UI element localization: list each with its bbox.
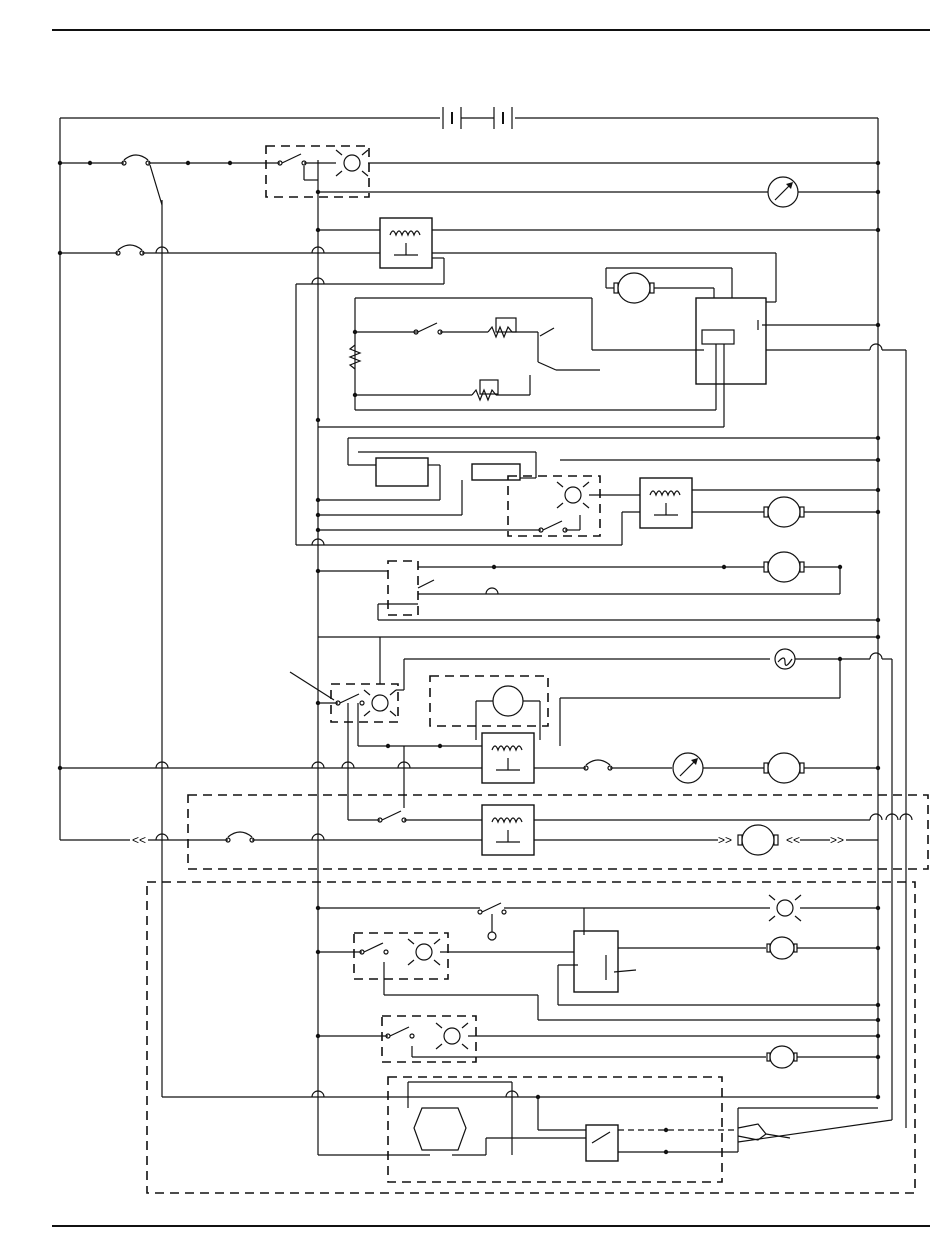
option-box-1 xyxy=(188,795,928,869)
motor-icon xyxy=(764,552,804,582)
switch-icon xyxy=(478,903,506,914)
svg-text:>>: >> xyxy=(718,833,732,847)
switch-icon xyxy=(584,760,612,770)
wire-crossovers xyxy=(156,247,912,1097)
lamp-icon xyxy=(436,1023,468,1049)
lamp-icon xyxy=(336,150,368,176)
switch-icon xyxy=(539,521,567,532)
connector-block-icon xyxy=(472,464,520,480)
lamp-icon xyxy=(364,690,396,716)
ignition-circuit xyxy=(58,146,880,205)
lamp-icon xyxy=(557,482,589,508)
battery-icon xyxy=(443,107,512,129)
relay-coil-icon xyxy=(482,733,534,783)
motor-icon xyxy=(738,825,778,855)
switch-icon xyxy=(586,1125,618,1161)
control-module xyxy=(574,931,618,992)
flasher-icon xyxy=(376,458,428,486)
switch-icon xyxy=(278,154,306,165)
dual-switch-box xyxy=(388,561,418,615)
switch-icon xyxy=(378,811,406,822)
motor-icon xyxy=(767,1046,797,1068)
option-box-2 xyxy=(147,882,915,1193)
lamp-icon xyxy=(493,686,523,716)
motor-icon xyxy=(767,937,797,959)
switch-icon xyxy=(122,155,150,165)
svg-text:>>: >> xyxy=(830,833,844,847)
gauge-icon xyxy=(768,177,798,207)
connector-block-icon xyxy=(414,1108,466,1150)
speed-control-circuit xyxy=(318,298,724,427)
gauge-icon xyxy=(673,753,703,783)
motor-icon xyxy=(614,273,654,303)
relay-coil-icon xyxy=(380,218,432,268)
control-module xyxy=(696,298,766,384)
svg-text:<<: << xyxy=(786,833,800,847)
lamp-icon xyxy=(769,895,801,921)
switch-icon xyxy=(360,943,388,954)
svg-text:<<: << xyxy=(132,833,146,847)
switch-icon xyxy=(386,1027,414,1038)
rheostat-icon xyxy=(472,390,496,400)
switch-icon xyxy=(336,694,364,705)
switch-icon xyxy=(116,245,144,255)
lamp-icon xyxy=(408,939,440,965)
motor-icon xyxy=(764,753,804,783)
relay-coil-icon xyxy=(640,478,692,528)
switch-icon xyxy=(226,832,254,842)
switch-icon xyxy=(414,323,442,334)
motor-icon xyxy=(764,497,804,527)
relay-coil-icon xyxy=(482,805,534,855)
